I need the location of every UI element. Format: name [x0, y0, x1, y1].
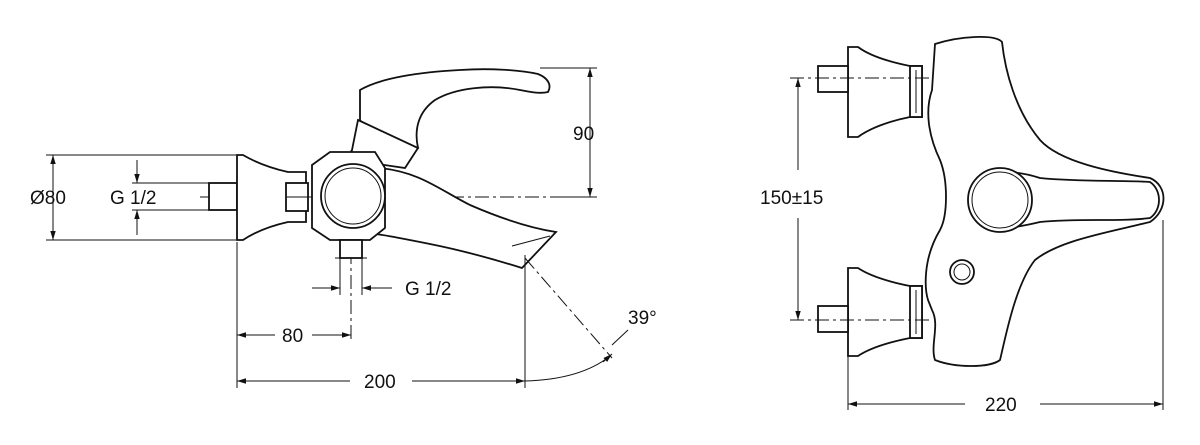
dim-inlet-to-axis-label: 80 — [282, 326, 303, 347]
inlet-stub — [208, 182, 238, 211]
lever-handle — [359, 68, 551, 153]
dim-inlet-thread-label: G 1/2 — [110, 188, 156, 209]
escutcheon — [236, 154, 307, 241]
dim-center-distance-label: 150±15 — [760, 188, 823, 209]
outlet-stub — [339, 239, 363, 259]
spout — [358, 167, 558, 270]
dim-width-label: 220 — [985, 395, 1017, 416]
lever-hub — [967, 167, 1033, 233]
dim-height-label: 90 — [573, 124, 594, 145]
front-view: 150±15 220 — [760, 36, 1165, 416]
side-view: Ø80 G 1/2 90 G 1/2 80 200 39° — [30, 67, 657, 393]
dim-diameter-label: Ø80 — [30, 188, 66, 209]
dim-total-length-label: 200 — [364, 372, 396, 393]
body-disc — [320, 163, 386, 229]
dim-outlet-thread-label: G 1/2 — [405, 279, 451, 300]
dim-spout-angle-label: 39° — [628, 308, 657, 329]
spout-flow-axis — [524, 257, 613, 359]
